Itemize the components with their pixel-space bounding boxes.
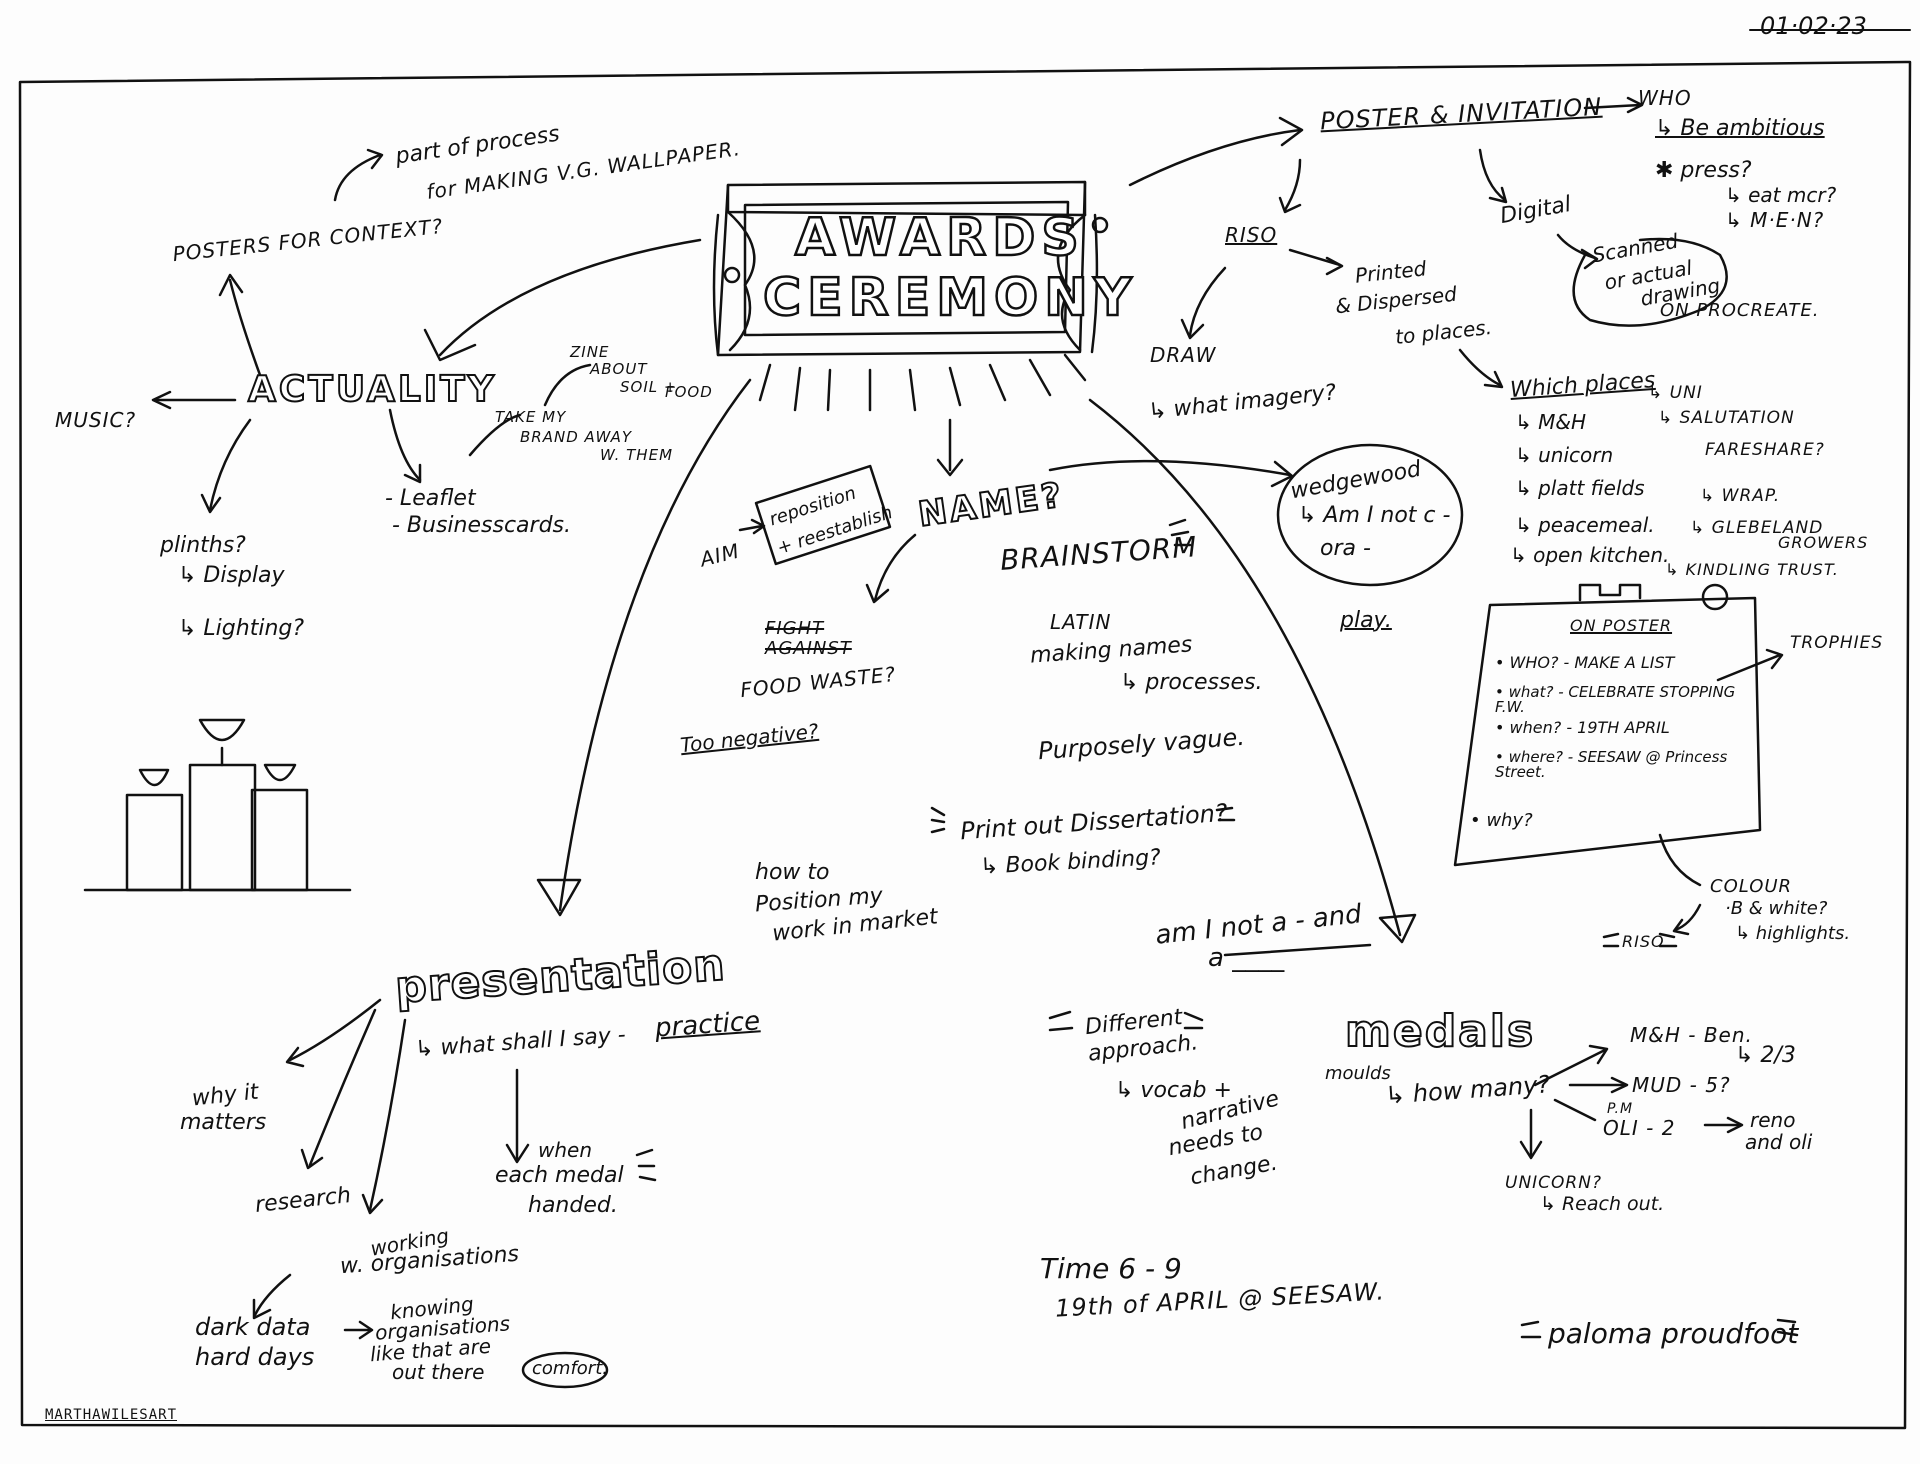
zine-line3: SOIL + — [620, 378, 678, 396]
artist-signature: MARTHAWILESART — [45, 1407, 178, 1423]
processes-note: ↳ processes. — [1120, 670, 1263, 695]
zine-line1: ZINE — [570, 343, 610, 361]
two-thirds: ↳ 2/3 — [1735, 1043, 1796, 1068]
leaflet: - Leaflet — [385, 486, 476, 511]
men: ↳ M·E·N? — [1725, 208, 1825, 232]
zine-line2: ABOUT — [590, 360, 648, 378]
moulds-note: moulds — [1325, 1063, 1391, 1084]
riso-colour-note: RISO — [1622, 932, 1665, 951]
place-growers: GROWERS — [1778, 533, 1869, 552]
title-awards: AWARDS — [794, 208, 1085, 268]
title-ceremony: CEREMONY — [762, 268, 1138, 328]
place-kindling-trust: ↳ KINDLING TRUST. — [1665, 560, 1839, 579]
actuality-heading: ACTUALITY — [247, 369, 497, 410]
place-mh: ↳ M&H — [1515, 410, 1587, 434]
who-note: WHO — [1638, 86, 1692, 110]
fight-note: FIGHT — [765, 618, 825, 639]
hard-days: hard days — [195, 1343, 315, 1371]
handed: handed. — [528, 1193, 618, 1218]
pm-note: P.M — [1607, 1101, 1634, 1117]
ora: ora - — [1320, 536, 1371, 561]
on-poster-why: • why? — [1470, 810, 1533, 831]
event-time: Time 6 - 9 — [1040, 1252, 1182, 1285]
place-peacemeal: ↳ peacemeal. — [1515, 513, 1655, 537]
on-poster-what: • what? - CELEBRATE STOPPING F.W. — [1495, 683, 1736, 716]
dark-data: dark data — [195, 1313, 311, 1341]
place-salutation: ↳ SALUTATION — [1658, 408, 1795, 428]
place-open-kitchen: ↳ open kitchen. — [1510, 543, 1670, 567]
highlights-note: ↳ highlights. — [1735, 923, 1851, 944]
place-unicorn: ↳ unicorn — [1515, 443, 1614, 467]
on-poster-when: • when? - 19TH APRIL — [1495, 718, 1670, 737]
a-blank: a ____ — [1208, 943, 1285, 973]
on-poster-heading: ON POSTER — [1570, 616, 1673, 635]
place-glebeland: ↳ GLEBELAND — [1690, 518, 1824, 538]
when-note: when — [538, 1138, 593, 1162]
music-note: MUSIC? — [55, 408, 137, 432]
reach-out: ↳ Reach out. — [1540, 1193, 1665, 1215]
colour-note: COLOUR — [1710, 876, 1793, 897]
on-procreate: ON PROCREATE. — [1660, 300, 1820, 321]
mud-five: MUD - 5? — [1632, 1073, 1731, 1097]
brand-line1: TAKE MY — [495, 408, 567, 426]
each-medal: each medal — [495, 1163, 624, 1188]
press-note: ✱ press? — [1655, 158, 1752, 183]
how-to: how to — [755, 860, 830, 885]
out-there: out there — [392, 1360, 485, 1384]
and-oli: and oli — [1745, 1130, 1813, 1154]
vocab-note: ↳ vocab + — [1115, 1078, 1232, 1103]
reno: reno — [1750, 1108, 1796, 1132]
on-poster-where: • where? - SEESAW @ Princess Street. — [1495, 748, 1728, 781]
bw-note: ·B & white? — [1725, 898, 1828, 919]
businesscards: - Businesscards. — [392, 513, 571, 538]
on-poster-who: • WHO? - MAKE A LIST — [1495, 653, 1675, 672]
oli-two: OLI - 2 — [1603, 1116, 1676, 1140]
zine-line4: FOOD — [665, 383, 713, 401]
medals-heading: medals — [1344, 1006, 1536, 1057]
brand-line3: W. THEM — [600, 446, 674, 464]
place-wrap: ↳ WRAP. — [1700, 486, 1781, 506]
display: ↳ Display — [178, 563, 285, 588]
matters: matters — [180, 1110, 267, 1135]
against-note: AGAINST — [765, 638, 852, 659]
trophies-note: TROPHIES — [1790, 633, 1884, 653]
plinths: plinths? — [160, 533, 246, 558]
brand-line2: BRAND AWAY — [520, 428, 633, 446]
be-ambitious: ↳ Be ambitious — [1655, 116, 1825, 141]
paloma-proudfoot: paloma proudfoot — [1548, 1317, 1799, 1350]
mh-ben: M&H - Ben. — [1630, 1023, 1753, 1047]
lighting: ↳ Lighting? — [178, 616, 305, 641]
eatmcr: ↳ eat mcr? — [1725, 183, 1837, 207]
play-note: play. — [1340, 608, 1392, 633]
riso-heading: RISO — [1225, 223, 1278, 247]
date: 01·02·23 — [1760, 12, 1867, 40]
comfort-note: comfort. — [532, 1358, 608, 1379]
place-platt-fields: ↳ platt fields — [1515, 476, 1645, 500]
place-fareshare: FARESHARE? — [1705, 440, 1825, 460]
am-i-not-c: ↳ Am I not c - — [1298, 503, 1451, 528]
draw-note: DRAW — [1150, 343, 1217, 367]
practice-note: practice — [654, 1006, 762, 1044]
latin-note: LATIN — [1050, 610, 1112, 634]
place-uni: ↳ UNI — [1648, 383, 1703, 403]
unicorn-note: UNICORN? — [1505, 1173, 1602, 1193]
